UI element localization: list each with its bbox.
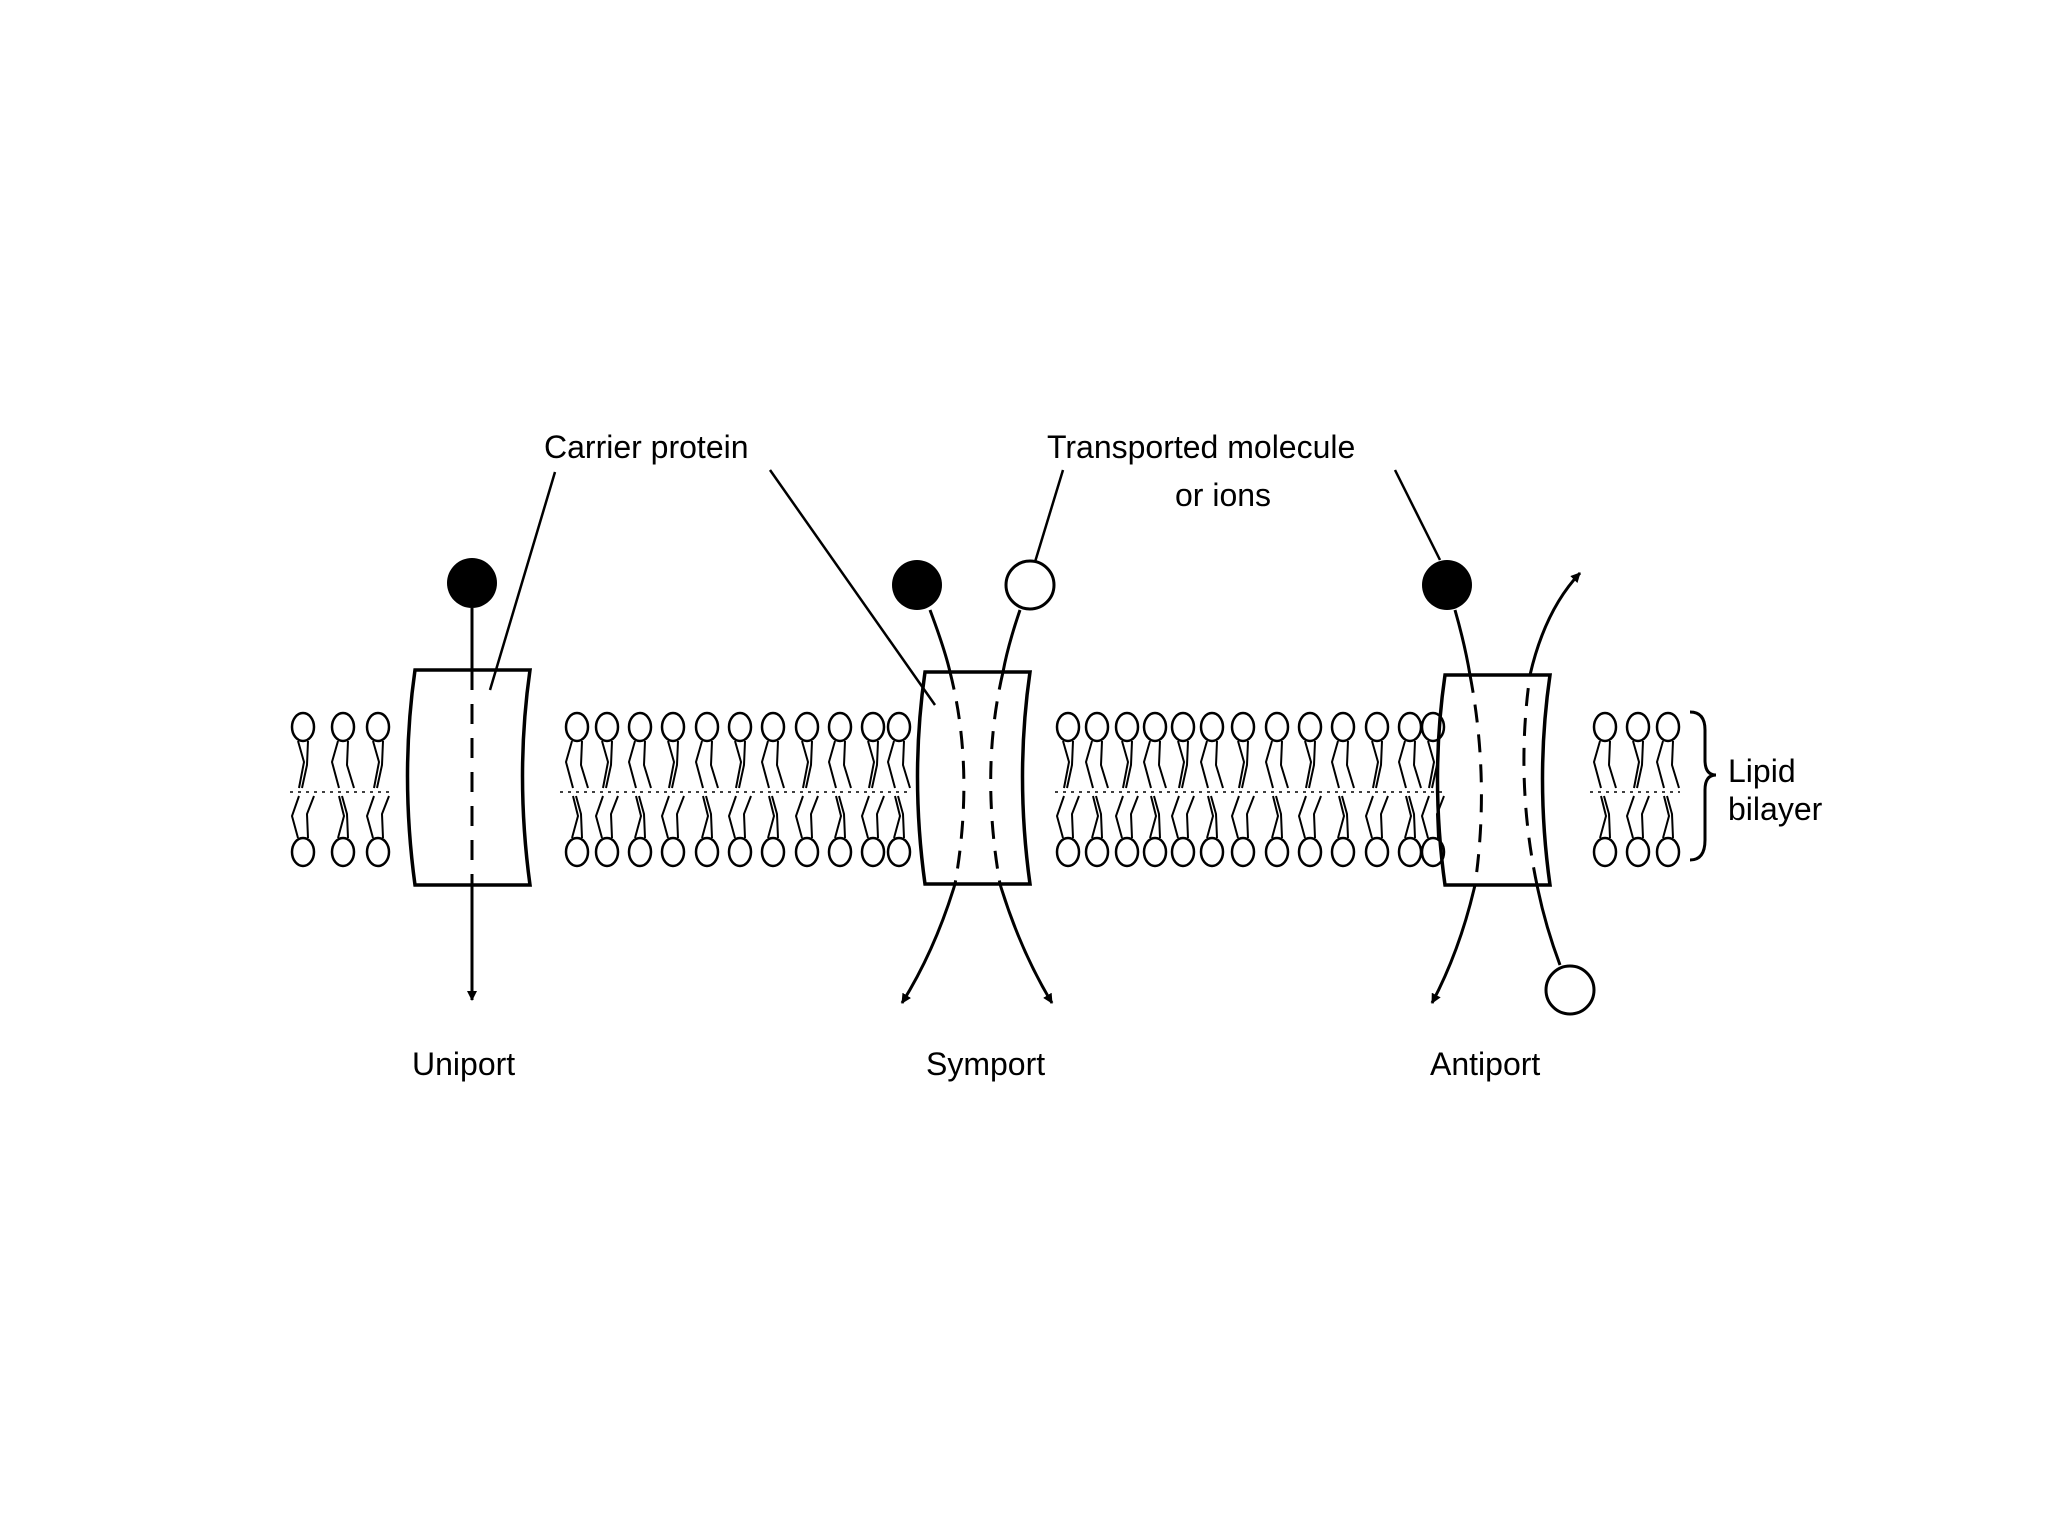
phospholipid: [694, 711, 720, 868]
phospholipid: [1084, 711, 1110, 868]
solid-molecule-antiport: [1422, 560, 1472, 610]
lipid-bilayer-brace: [1689, 710, 1717, 862]
lipid-bilayer-label-line2: bilayer: [1728, 791, 1823, 827]
symport-transport: [892, 559, 1056, 1004]
antiport-transport: [1422, 560, 1596, 1016]
phospholipid: [1264, 711, 1290, 868]
lipid-bilayer: [290, 711, 1681, 868]
hollow-molecule-antiport: [1544, 964, 1596, 1016]
phospholipid: [727, 711, 753, 868]
phospholipid: [1297, 711, 1323, 868]
phospholipid: [365, 711, 391, 868]
phospholipid: [594, 711, 620, 868]
phospholipid: [1592, 711, 1618, 868]
phospholipid: [627, 711, 653, 868]
symport-label: Symport: [926, 1046, 1045, 1082]
phospholipid: [1330, 711, 1356, 868]
phospholipid: [886, 711, 912, 868]
phospholipid: [794, 711, 820, 868]
transported-molecule-label-line1: Transported molecule: [1047, 429, 1355, 465]
phospholipid: [860, 711, 886, 868]
hollow-molecule-symport: [1004, 559, 1056, 611]
phospholipid: [564, 711, 590, 868]
uniport-label: Uniport: [412, 1046, 515, 1082]
carrier-protein-uniport: [405, 668, 533, 887]
phospholipid: [760, 711, 786, 868]
phospholipid: [660, 711, 686, 868]
phospholipid: [1170, 711, 1196, 868]
phospholipid: [1199, 711, 1225, 868]
phospholipid: [827, 711, 853, 868]
solid-molecule-uniport: [447, 558, 497, 608]
solid-molecule-symport: [892, 560, 942, 610]
carrier-protein-antiport: [1435, 673, 1553, 887]
phospholipid: [1364, 711, 1390, 868]
transported-molecule-label-line2: or ions: [1175, 477, 1271, 513]
phospholipid: [1142, 711, 1168, 868]
phospholipid: [1655, 711, 1681, 868]
phospholipid: [1625, 711, 1651, 868]
phospholipid: [1397, 711, 1423, 868]
carrier-protein-label: Carrier protein: [544, 429, 749, 465]
antiport-label: Antiport: [1430, 1046, 1540, 1082]
phospholipid: [1055, 711, 1081, 868]
phospholipid: [1114, 711, 1140, 868]
lipid-bilayer-label-line1: Lipid: [1728, 753, 1796, 789]
uniport-transport: [447, 558, 497, 1001]
leader-lines: [488, 469, 1442, 706]
phospholipid: [330, 711, 356, 868]
carrier-protein-symport: [915, 670, 1033, 886]
phospholipid: [290, 711, 316, 868]
phospholipid: [1230, 711, 1256, 868]
